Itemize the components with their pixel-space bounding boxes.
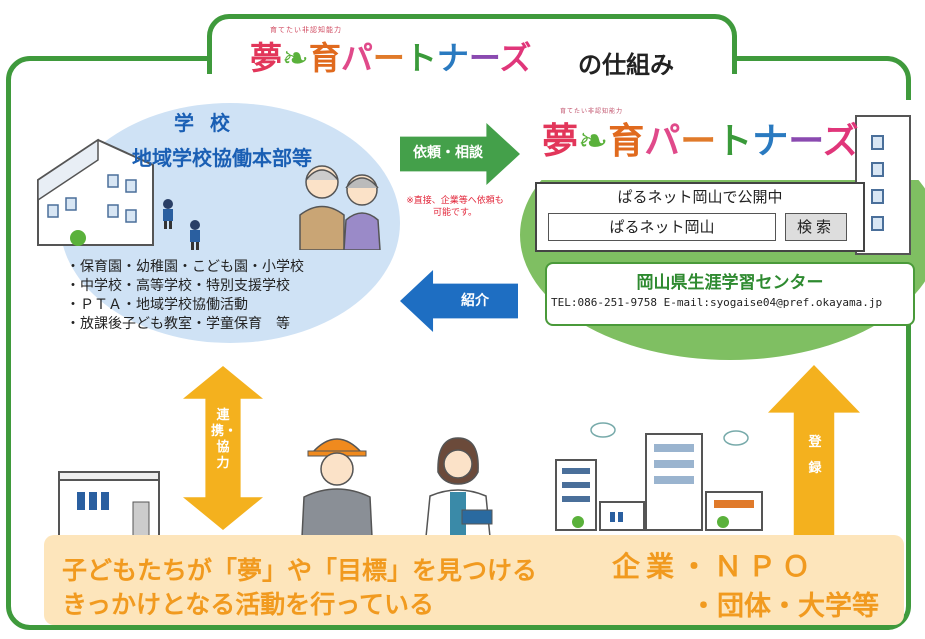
logo-kana-char: ー [788, 121, 823, 162]
logo-kana-char: ナ [436, 39, 469, 77]
partners-logo: 夢❧育パートナーズ [542, 112, 858, 164]
logo-kana-char: ト [716, 121, 753, 162]
logo-kana-char: ー [372, 39, 405, 77]
school-subtitle: 地域学校協働本部等 [132, 146, 312, 170]
logo-kana-char: パ [340, 39, 373, 77]
title-suffix: の仕組み [578, 51, 674, 79]
logo-kana-char: ズ [499, 39, 532, 77]
bottom-banner [44, 535, 904, 625]
introduce-arrow-label: 紹介 [461, 293, 489, 309]
title-tagline: 育てたい非認知能力 [270, 26, 342, 34]
request-note: ※直接、企業等へ依頼も可能です。 [406, 196, 504, 218]
center-name: 岡山県生涯学習センター [636, 273, 824, 293]
logo-kana-char: ト [404, 39, 437, 77]
frame-tab-cover [212, 55, 732, 65]
leaf-icon: ❧ [282, 39, 309, 77]
elderly-couple-illustration [292, 160, 392, 250]
portal-caption: ぱるネット岡山で公開中 [617, 188, 783, 206]
banner-right-1: 企業・ＮＰＯ [612, 550, 817, 583]
school-building-illustration [18, 120, 158, 260]
school-title: 学校 [174, 111, 246, 135]
city-buildings-illustration [548, 420, 768, 532]
search-button[interactable]: 検索 [785, 213, 847, 241]
logo-kana-char: ー [468, 39, 500, 77]
logo-kana-char: ナ [752, 121, 789, 162]
researcher-illustration [412, 432, 502, 537]
logo-kana: パートナーズ [644, 121, 858, 162]
worker-illustration [292, 425, 382, 537]
school-member-list: ・保育園・幼稚園・こども園・小学校 ・中学校・高等学校・特別支援学校 ・ＰＴＡ・… [66, 258, 304, 334]
center-contact: TEL:086-251-9758 E-mail:syogaise04@pref.… [551, 296, 883, 309]
list-item: ・中学校・高等学校・特別支援学校 [66, 278, 290, 294]
search-input[interactable]: ぱるネット岡山 [548, 213, 776, 241]
logo-kana-char: パ [644, 121, 681, 162]
logo-char-iku: 育 [308, 39, 341, 77]
banner-right-2: ・団体・大学等 [690, 591, 879, 622]
logo-kana: パートナーズ [341, 39, 531, 77]
shop-building-illustration [55, 468, 165, 540]
logo-char-yume: 夢 [250, 39, 283, 77]
banner-line-1: 子どもたちが「夢」や「目標」を見つける [62, 556, 538, 585]
banner-line-2: きっかけとなる活動を行っている [62, 590, 435, 619]
register-arrow-label: 登録 [808, 435, 822, 476]
logo-char-iku: 育 [608, 121, 645, 162]
children-illustration [158, 198, 208, 253]
title-logo: 夢❧育パートナーズ [250, 33, 531, 79]
list-item: ・保育園・幼稚園・こども園・小学校 [66, 259, 304, 275]
center-info-box [545, 262, 915, 326]
list-item: ・放課後子ども教室・学童保育 等 [66, 316, 290, 332]
logo-char-yume: 夢 [542, 121, 579, 162]
leaf-icon: ❧ [578, 121, 609, 162]
list-item: ・ＰＴＡ・地域学校協働活動 [66, 297, 248, 313]
partners-tagline: 育てたい非認知能力 [560, 108, 624, 115]
request-arrow-label: 依頼・相談 [413, 145, 483, 161]
logo-kana-char: ズ [822, 121, 859, 162]
logo-kana-char: ー [680, 121, 717, 162]
cooperate-arrow-label: 連携・協力 [211, 408, 238, 471]
